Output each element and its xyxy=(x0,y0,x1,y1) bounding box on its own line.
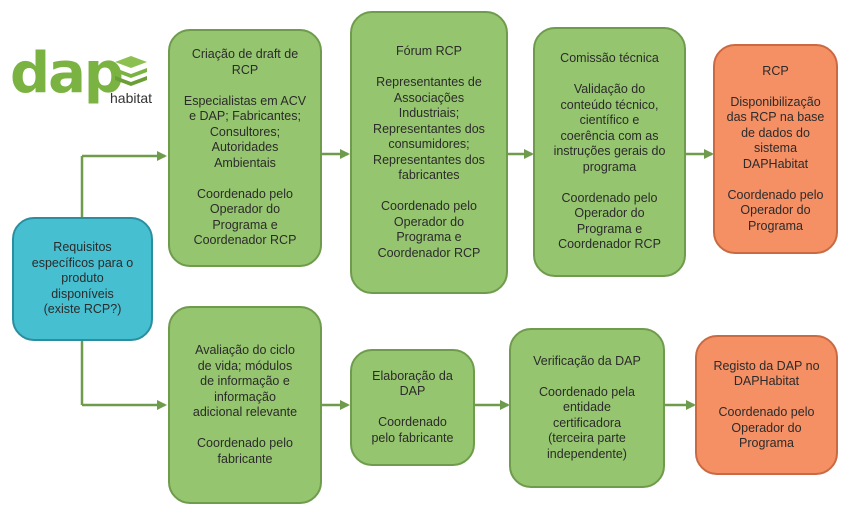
logo-word: dap xyxy=(10,41,124,106)
logo-subtitle: habitat xyxy=(110,90,153,106)
box-elaboracao-text: Elaboração da DAP Coordenado pelo fabric… xyxy=(371,368,454,445)
box-verificacao-text: Verificação da DAP Coordenado pela entid… xyxy=(533,353,641,461)
box-forum-rcp: Fórum RCP Representantes de Associações … xyxy=(350,11,508,294)
box-criacao-draft-rcp: Criação de draft de RCP Especialistas em… xyxy=(168,29,322,267)
box-forum-text: Fórum RCP Representantes de Associações … xyxy=(373,44,485,260)
box-registo-text: Registo da DAP no DAPHabitat Coordenado … xyxy=(713,358,820,451)
box-avaliacao-text: Avaliação do ciclo de vida; módulos de i… xyxy=(192,343,298,466)
dap-habitat-logo: dap habitat xyxy=(10,44,170,118)
box-avaliacao-ciclo-vida: Avaliação do ciclo de vida; módulos de i… xyxy=(168,306,322,504)
logo-stack-icon xyxy=(115,56,147,86)
box-criacao-text: Criação de draft de RCP Especialistas em… xyxy=(183,47,307,248)
box-rcp: RCP Disponibilização das RCP na base de … xyxy=(713,44,838,254)
box-registo-dap: Registo da DAP no DAPHabitat Coordenado … xyxy=(695,335,838,475)
box-requisitos: Requisitos específicos para o produto di… xyxy=(12,217,153,341)
box-rcp-text: RCP Disponibilização das RCP na base de … xyxy=(726,63,825,233)
box-comissao-text: Comissão técnica Validação do conteúdo t… xyxy=(553,51,666,252)
box-requisitos-text: Requisitos específicos para o produto di… xyxy=(31,240,134,317)
box-verificacao-dap: Verificação da DAP Coordenado pela entid… xyxy=(509,328,665,488)
box-elaboracao-dap: Elaboração da DAP Coordenado pelo fabric… xyxy=(350,349,475,466)
box-comissao-tecnica: Comissão técnica Validação do conteúdo t… xyxy=(533,27,686,277)
